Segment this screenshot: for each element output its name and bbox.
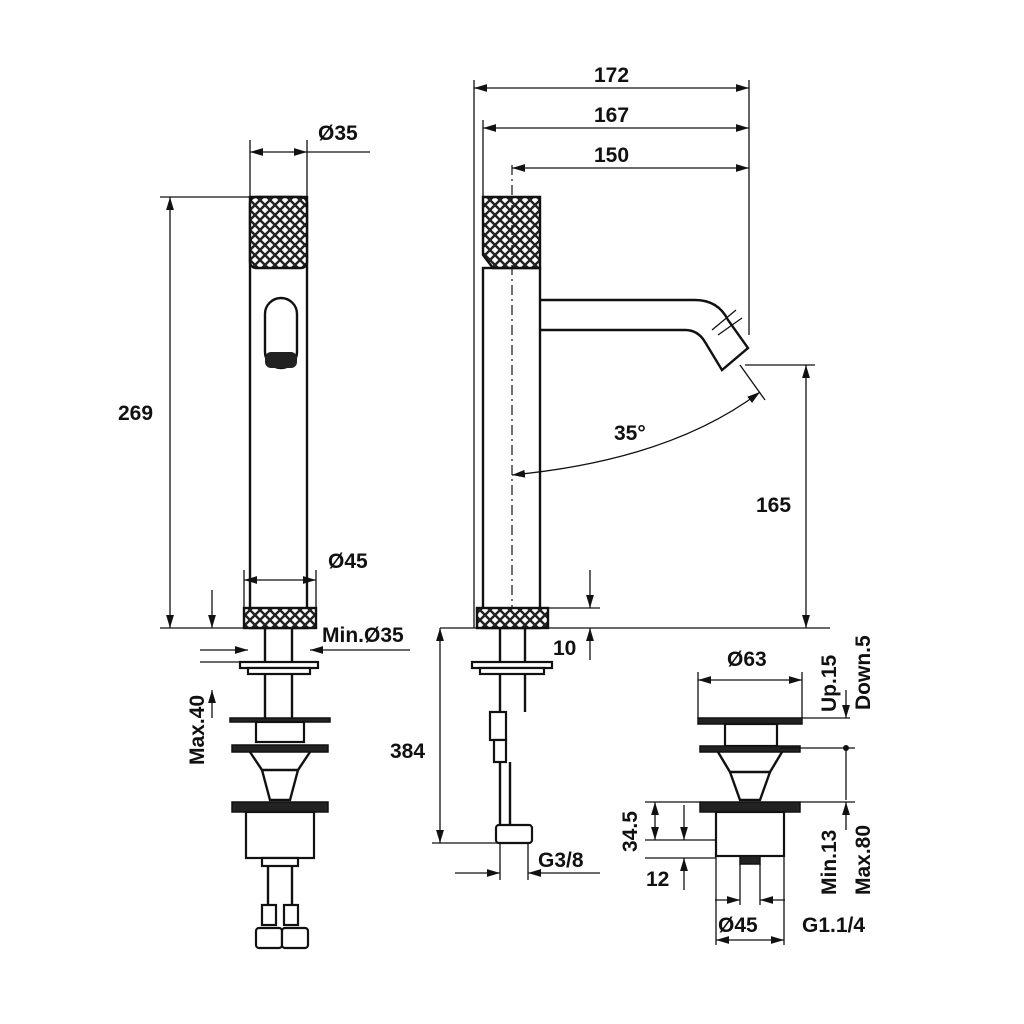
dim-height-269: 269 — [118, 402, 153, 425]
dim-172: 172 — [594, 64, 629, 87]
dim-base-height: 10 — [553, 637, 576, 660]
dim-angle: 35° — [614, 422, 646, 445]
dim-waste-min: Min.13 — [818, 830, 841, 895]
dim-waste-max: Max.80 — [852, 825, 875, 895]
dim-hose-thread: G3/8 — [538, 849, 584, 872]
dim-top-diameter: Ø35 — [318, 122, 358, 145]
dim-waste-body-diameter: Ø45 — [718, 914, 758, 937]
dim-waste-down: Down.5 — [852, 635, 875, 710]
dim-spout-height: 165 — [756, 494, 791, 517]
dim-waste-12: 12 — [646, 868, 669, 891]
dim-waste-diameter: Ø63 — [727, 648, 767, 671]
front-view-dimensions: Ø35 269 Ø45 Min.Ø35 Max.40 — [118, 122, 410, 765]
front-view — [229, 195, 331, 950]
side-view — [470, 165, 750, 845]
waste-view — [697, 717, 803, 865]
side-view-dimensions: 172 167 150 35° 165 10 384 G3/8 — [390, 64, 830, 880]
dim-reach-150: 150 — [594, 144, 629, 167]
dim-base-diameter: Ø45 — [328, 550, 368, 573]
dim-167: 167 — [594, 104, 629, 127]
dim-max-thickness: Max.40 — [186, 695, 209, 765]
dim-waste-34-5: 34.5 — [619, 811, 642, 852]
dim-waste-thread: G1.1/4 — [802, 914, 865, 937]
waste-view-dimensions: Ø63 Up.15 Down.5 Min.13 Max.80 34.5 12 Ø… — [619, 635, 875, 945]
dim-hose-length: 384 — [390, 740, 425, 763]
dim-waste-up: Up.15 — [818, 654, 841, 712]
dim-min-hole: Min.Ø35 — [322, 624, 404, 647]
